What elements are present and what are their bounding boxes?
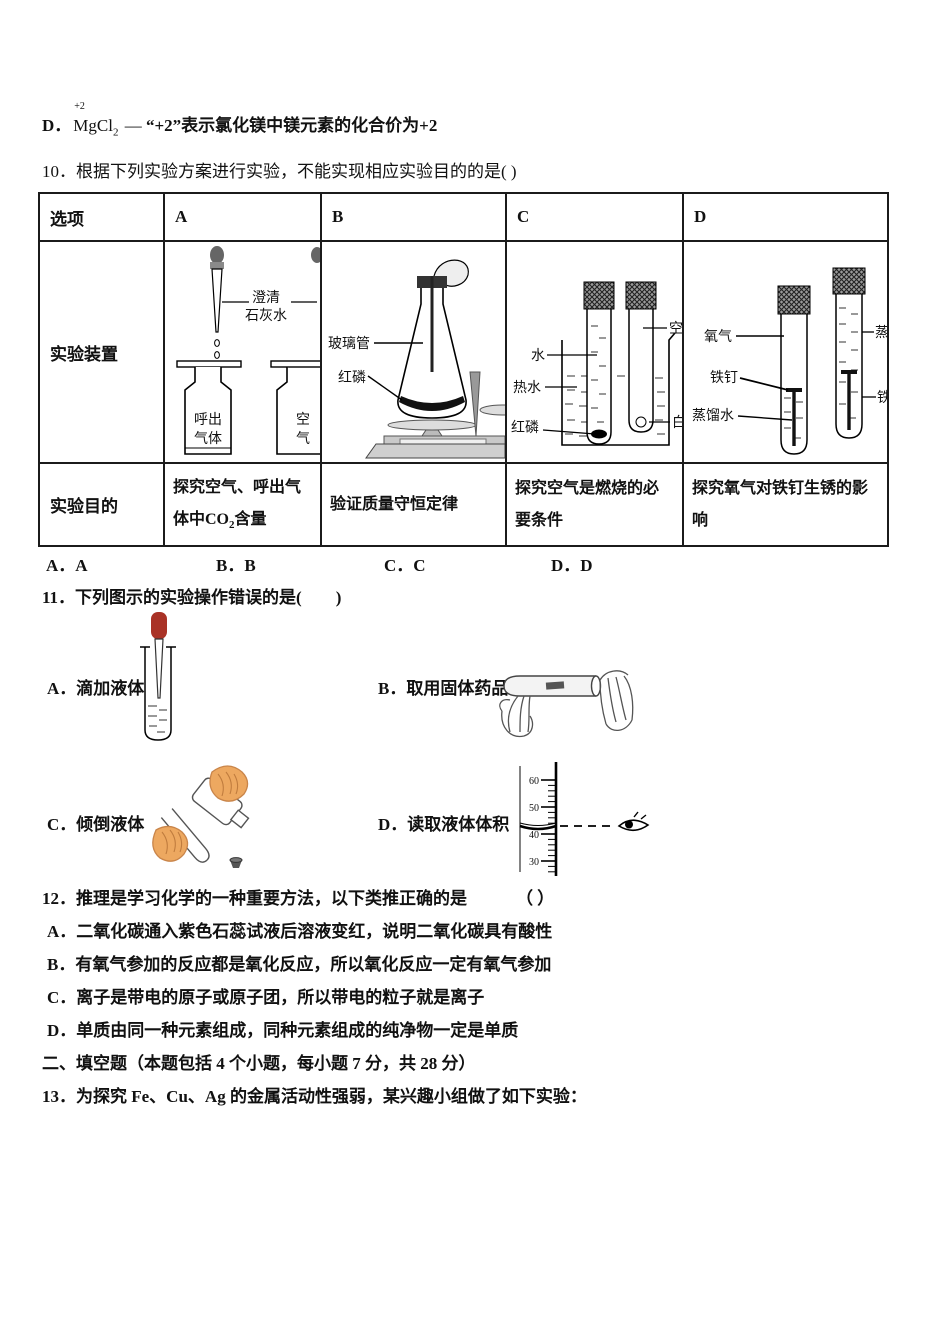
- oxidation-state: +2: [74, 101, 85, 112]
- q10-answer-c: C．C: [384, 556, 426, 575]
- apparatus-b-diagram: 玻璃管 红磷: [328, 259, 504, 459]
- q12-option-b: B．有氧气参加的反应都是氧化反应，所以氧化反应一定有氧气参加: [47, 955, 552, 974]
- q12-stem: 12．推理是学习化学的一种重要方法，以下类推正确的是: [42, 889, 467, 908]
- purpose-a: 探究空气、呼出气体中CO2含量: [163, 462, 322, 547]
- apparatus-d-diagram: 氧气 铁钉 蒸馏水 蒸 铁: [692, 267, 887, 455]
- q11-option-d-label: D．读取液体体积: [378, 815, 510, 834]
- q13-stem: 13．为探究 Fe、Cu、Ag 的金属活动性强弱，某兴趣小组做了如下实验：: [42, 1087, 587, 1106]
- section2-header: 二、填空题（本题包括 4 个小题，每小题 7 分，共 28 分）: [42, 1054, 476, 1073]
- reading-volume-figure: 60 50 40 30: [519, 762, 650, 876]
- formula-subscript: 2: [112, 126, 119, 139]
- apparatus-a-cell: 澄清 石灰水 呼出 气体 空 气: [163, 240, 322, 464]
- bottle2-label-line2: 气: [296, 431, 310, 447]
- purpose-a-pre: 探究空气、呼出气体中CO: [173, 479, 302, 529]
- holding-tube-figure: [499, 670, 634, 738]
- iron-label-cut: 铁: [877, 390, 887, 406]
- q10-answer-a: A．A: [46, 556, 88, 575]
- apparatus-c-diagram: 水 热水 红磷 空 白: [511, 281, 682, 446]
- q12-paren: （ ）: [516, 889, 555, 908]
- hot-water-label: 热水: [513, 380, 541, 396]
- q11-stem: 11．下列图示的实验操作错误的是( ): [42, 588, 342, 607]
- purpose-a-sub: 2: [229, 519, 235, 532]
- apparatus-a-diagram: 澄清 石灰水 呼出 气体 空 气: [176, 246, 319, 455]
- q12-option-a: A．二氧化碳通入紫色石蕊试液后溶液变红，说明二氧化碳具有酸性: [47, 922, 553, 941]
- bottle1-label-line1: 呼出: [194, 412, 222, 428]
- tick-50: 50: [529, 803, 539, 814]
- table-header-row: 选项 A B C D: [38, 192, 889, 242]
- purpose-b: 验证质量守恒定律: [320, 462, 507, 547]
- q12-option-d: D．单质由同一种元素组成，同种元素组成的纯净物一定是单质: [47, 1021, 519, 1040]
- bottle2-label-line1: 空: [296, 412, 310, 428]
- apparatus-c-cell: 水 热水 红磷 空 白: [505, 240, 684, 464]
- purpose-row: 实验目的 探究空气、呼出气体中CO2含量 验证质量守恒定律 探究空气是燃烧的必要…: [38, 462, 889, 547]
- q11-option-a-label: A．滴加液体: [47, 679, 145, 698]
- header-c: C: [505, 192, 684, 242]
- option-d-letter: D．: [42, 116, 72, 135]
- header-xuanxiang: 选项: [38, 192, 165, 242]
- limewater-label-2: 石灰水: [245, 308, 287, 324]
- header-b: B: [320, 192, 507, 242]
- q10-answer-b: B．B: [216, 556, 256, 575]
- q10-answer-d: D．D: [551, 556, 593, 575]
- purpose-row-label: 实验目的: [38, 462, 165, 547]
- red-phosphorus-label-b: 红磷: [338, 370, 366, 386]
- distilled-water-label: 蒸馏水: [692, 408, 734, 424]
- pouring-liquid-figure: [152, 765, 250, 868]
- dropper-in-tube-figure: [140, 612, 176, 741]
- oxygen-label: 氧气: [704, 329, 732, 345]
- limewater-label-1: 澄清: [252, 290, 280, 306]
- q10-stem: 10．根据下列实验方案进行实验，不能实现相应实验目的的是( ): [42, 162, 517, 181]
- iron-nail-label: 铁钉: [710, 370, 738, 386]
- q12-option-c: C．离子是带电的原子或原子团，所以带电的粒子就是离子: [47, 988, 485, 1007]
- q11-option-c-label: C．倾倒液体: [47, 815, 145, 834]
- dash: —: [124, 116, 142, 135]
- header-a: A: [163, 192, 322, 242]
- purpose-c: 探究空气是燃烧的必要条件: [505, 462, 684, 547]
- eye-icon: [617, 811, 650, 832]
- purpose-a-post: 含量: [234, 511, 267, 529]
- q11-option-b-label: B．取用固体药品: [378, 679, 509, 698]
- tick-60: 60: [529, 776, 539, 787]
- apparatus-row: 实验装置 澄清 石灰水 呼出: [38, 240, 889, 464]
- apparatus-d-cell: 氧气 铁钉 蒸馏水 蒸 铁: [682, 240, 889, 464]
- water-label: 水: [531, 348, 545, 364]
- option-d-text: “+2”表示氯化镁中镁元素的化合价为+2: [145, 116, 438, 135]
- steam-label-cut: 蒸: [875, 325, 887, 341]
- white-phosphorus-label-cut: 白: [672, 415, 682, 431]
- bottle1-label-line2: 气体: [194, 431, 222, 447]
- formula-base: MgCl: [73, 116, 113, 135]
- tick-30: 30: [529, 857, 539, 868]
- apparatus-row-label: 实验装置: [38, 240, 165, 464]
- glass-tube-label: 玻璃管: [328, 335, 370, 352]
- apparatus-b-cell: 玻璃管 红磷: [320, 240, 507, 464]
- air-label-cut: 空: [669, 321, 682, 337]
- red-phosphorus-label-c: 红磷: [511, 420, 539, 436]
- tick-40: 40: [529, 830, 539, 841]
- q10-table: 选项 A B C D 实验装置 澄清 石灰水: [38, 192, 889, 547]
- header-d: D: [682, 192, 889, 242]
- purpose-d: 探究氧气对铁钉生锈的影响: [682, 462, 889, 547]
